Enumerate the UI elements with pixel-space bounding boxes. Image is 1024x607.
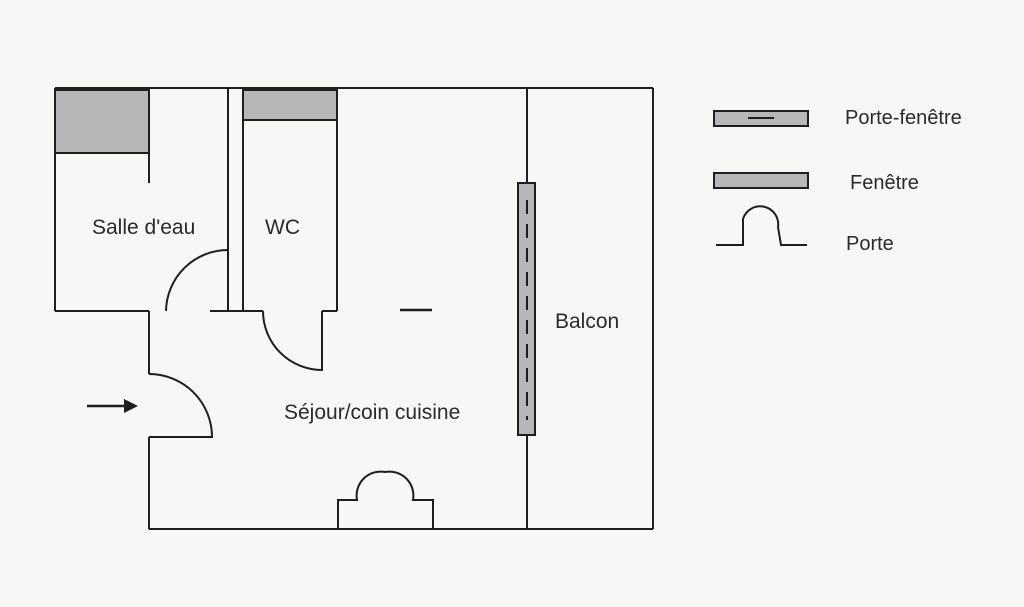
legend-label-porte: Porte	[846, 233, 894, 255]
doors	[148, 248, 434, 529]
porte-fenetre-balcon	[517, 182, 536, 436]
room-label-salle-deau: Salle d'eau	[92, 216, 195, 239]
legend-label-porte-fenetre: Porte-fenêtre	[845, 107, 962, 129]
door-entry	[148, 373, 214, 438]
legend-fenetre-symbol	[713, 172, 809, 189]
room-label-sejour: Séjour/coin cuisine	[284, 401, 460, 424]
door-double	[337, 470, 434, 529]
door-wc	[262, 310, 323, 372]
walls	[54, 87, 654, 530]
window-wc	[242, 89, 338, 121]
room-label-wc: WC	[265, 216, 300, 239]
door-salle	[165, 248, 229, 312]
room-label-balcon: Balcon	[555, 310, 619, 333]
legend-label-fenetre: Fenêtre	[850, 172, 919, 194]
entrance-arrow-icon	[87, 399, 138, 413]
legend-porte-fenetre-symbol	[713, 110, 809, 127]
legend-porte-symbol	[716, 205, 807, 246]
window-salle	[54, 89, 150, 154]
legend: Porte-fenêtre Fenêtre Porte	[713, 107, 962, 255]
